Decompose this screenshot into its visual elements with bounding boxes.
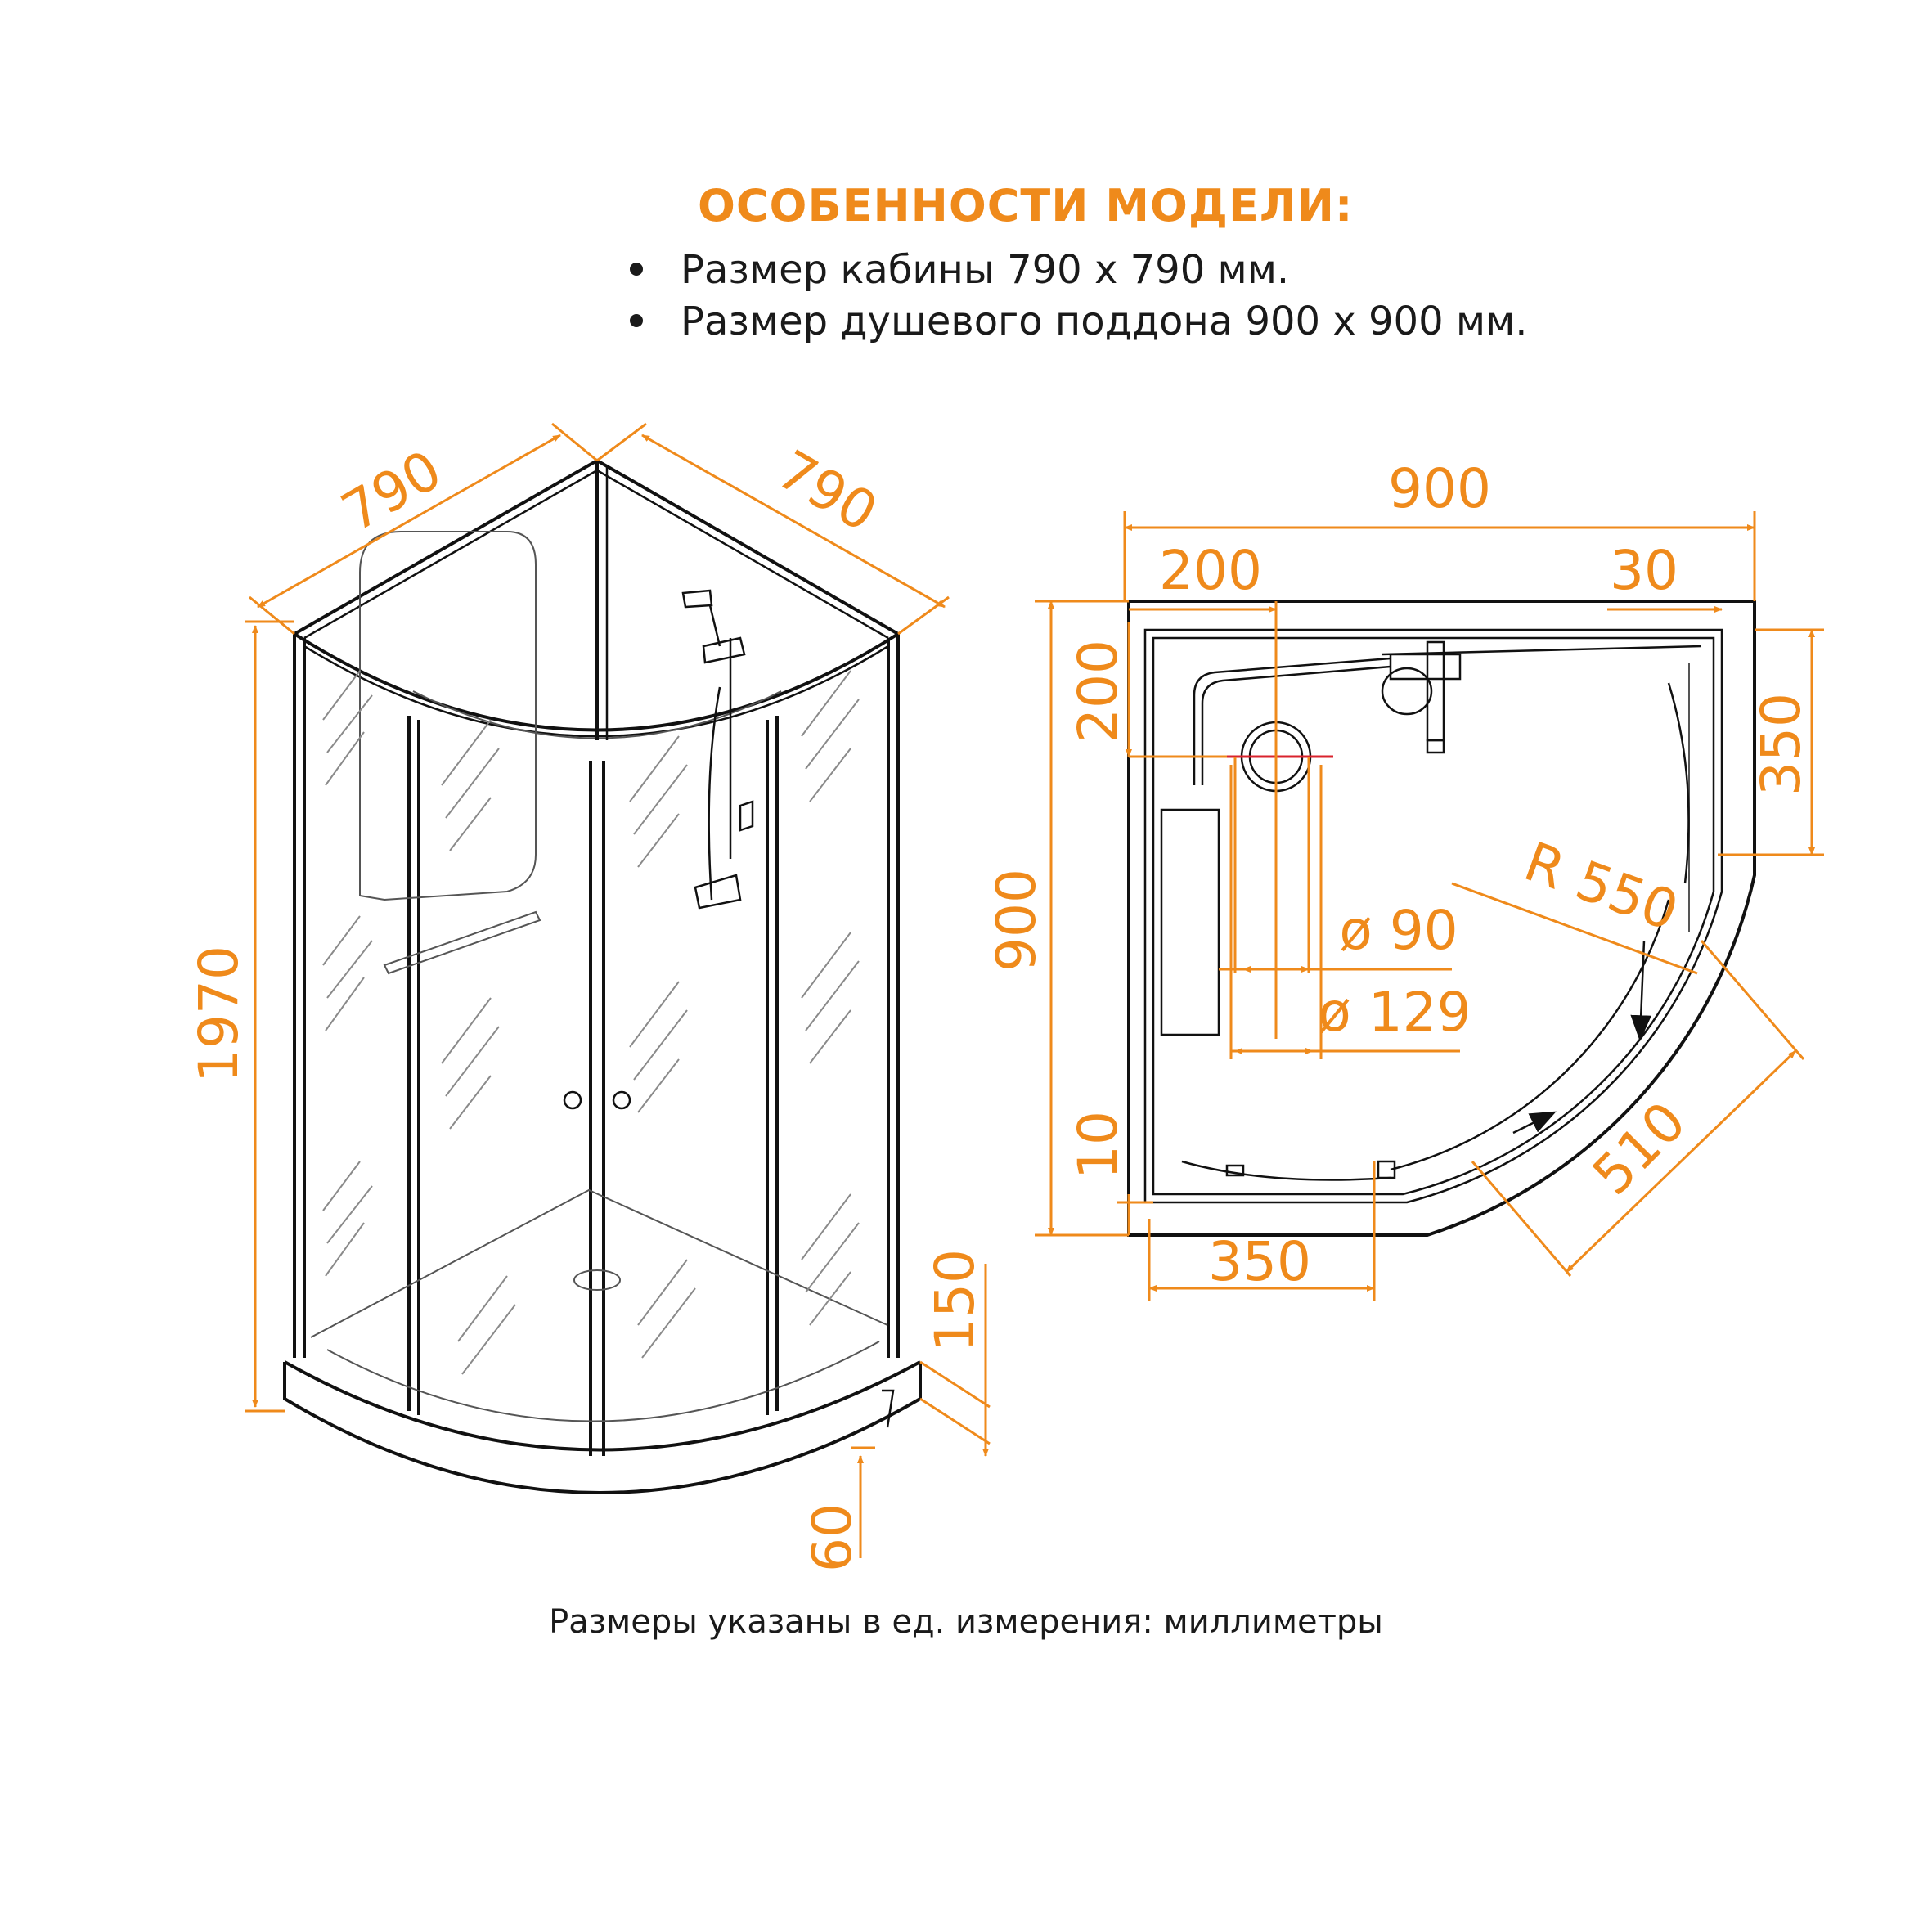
dim-side-a: 790 bbox=[331, 438, 452, 545]
dim-plan-depth: 900 bbox=[985, 869, 1048, 972]
shower-tray bbox=[283, 1360, 922, 1494]
dim-offset-10: 10 bbox=[1067, 1111, 1130, 1179]
dim-height: 1970 bbox=[187, 946, 250, 1083]
cabin-3d-dimensions: 790 790 1970 150 60 bbox=[187, 422, 991, 1572]
seat bbox=[1160, 808, 1220, 1036]
bullet-dot bbox=[630, 263, 643, 276]
door-handle-left bbox=[563, 1090, 582, 1110]
glass-reflection-hatch bbox=[322, 670, 860, 1375]
feature-item-tray-size: Размер душевого поддона 900 х 900 мм. bbox=[630, 299, 1528, 344]
dim-tray-base: 60 bbox=[801, 1503, 864, 1572]
dim-tray-height: 150 bbox=[923, 1249, 986, 1352]
feature-text: Размер кабины 790 х 790 мм. bbox=[681, 247, 1290, 293]
cabin-3d-view bbox=[283, 458, 922, 1494]
units-note: Размеры указаны в ед. измерения: миллиме… bbox=[549, 1603, 1383, 1641]
mixer-plan bbox=[1381, 640, 1462, 754]
dim-diagonal: 510 bbox=[1580, 1090, 1698, 1207]
dim-offset-200-top: 200 bbox=[1159, 539, 1262, 602]
features-title: ОСОБЕННОСТИ МОДЕЛИ: bbox=[698, 180, 1354, 231]
shower-mixer bbox=[681, 589, 754, 910]
dim-drain-inner: ø 90 bbox=[1339, 899, 1458, 962]
plan-dimensions: 900 200 30 900 200 350 R 550 ø 90 ø 129 bbox=[985, 457, 1824, 1301]
dim-drain-outer: ø 129 bbox=[1318, 981, 1471, 1044]
feature-text: Размер душевого поддона 900 х 900 мм. bbox=[681, 299, 1528, 344]
door-handle-right bbox=[612, 1090, 631, 1110]
dim-offset-350-bottom: 350 bbox=[1208, 1230, 1311, 1293]
dim-plan-width: 900 bbox=[1388, 457, 1491, 520]
dim-radius: R 550 bbox=[1516, 830, 1687, 943]
bullet-dot bbox=[630, 314, 643, 327]
dim-side-b: 790 bbox=[766, 438, 887, 545]
dim-offset-30: 30 bbox=[1610, 539, 1678, 602]
dim-offset-200-left: 200 bbox=[1067, 640, 1130, 743]
feature-item-cabin-size: Размер кабины 790 х 790 мм. bbox=[630, 247, 1289, 293]
dim-offset-350-right: 350 bbox=[1750, 693, 1813, 796]
